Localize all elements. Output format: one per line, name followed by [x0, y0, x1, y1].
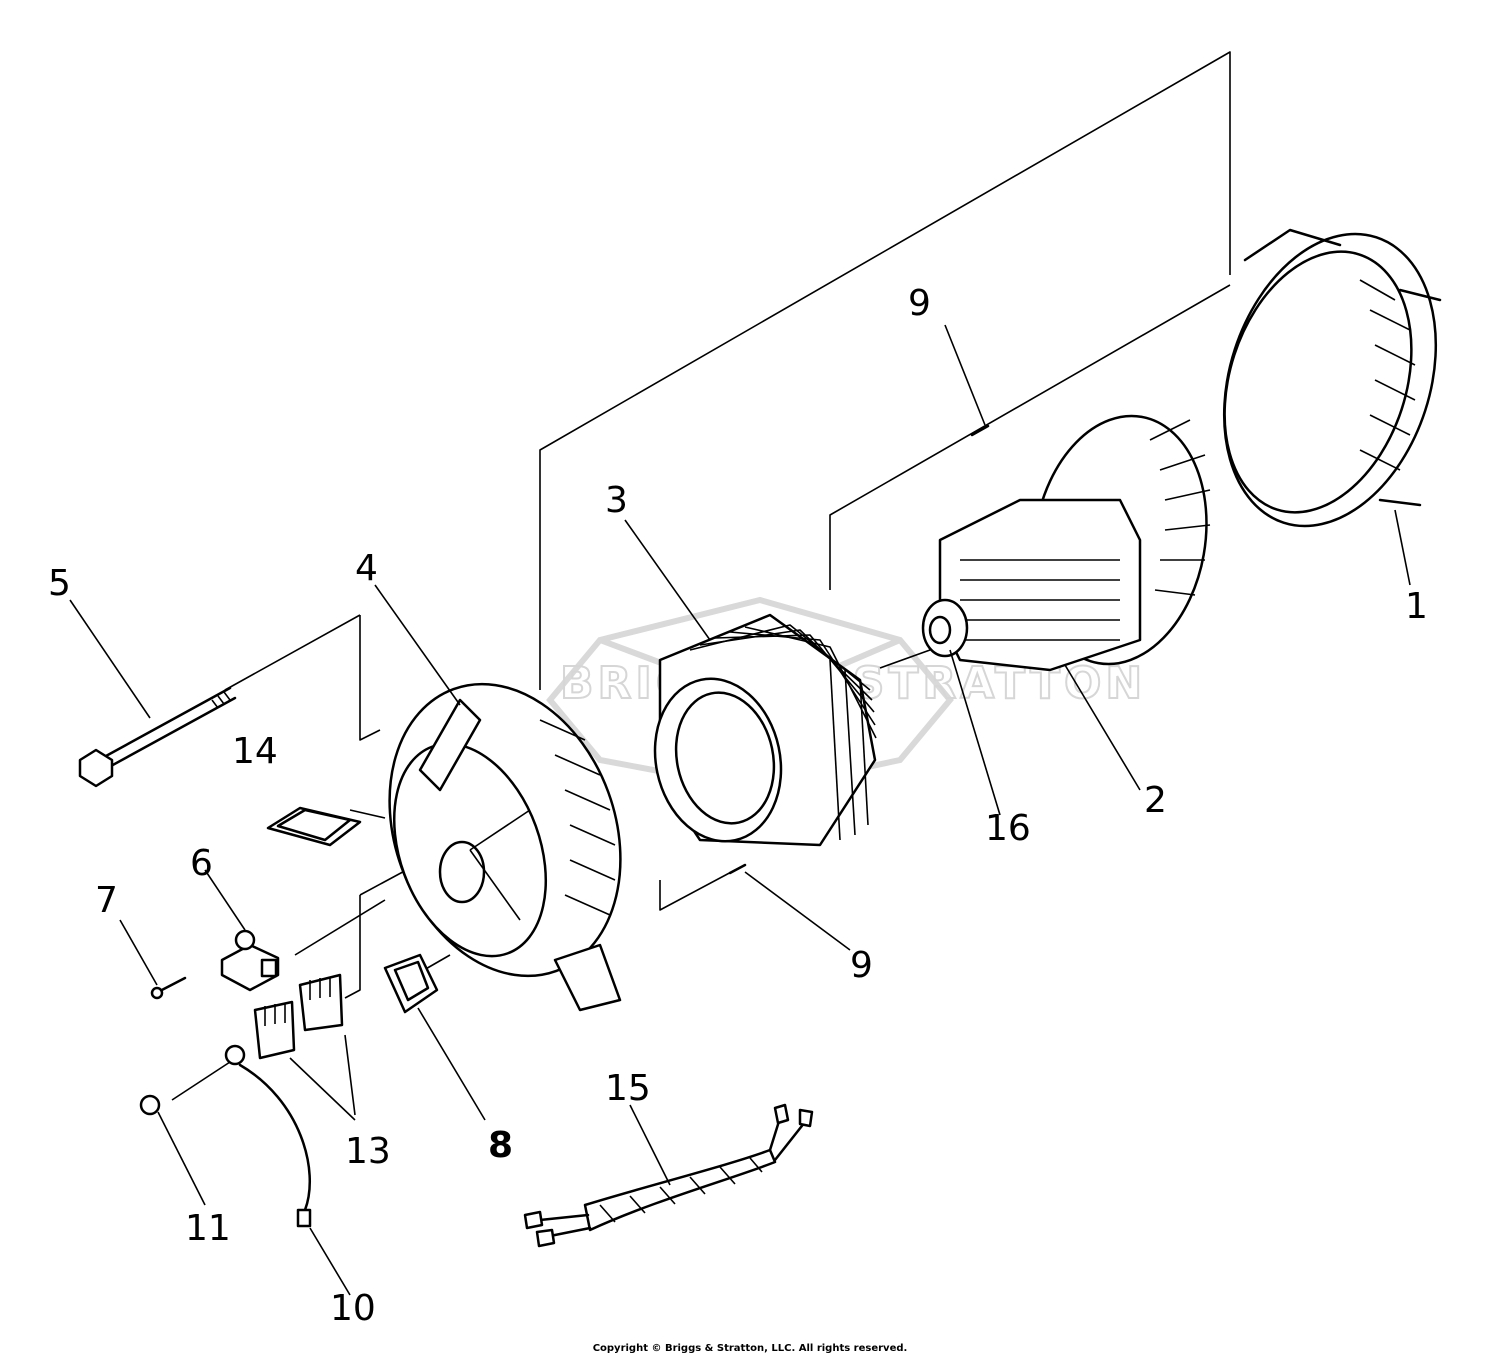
callout-6: 6	[190, 843, 213, 884]
callout-5: 5	[48, 563, 71, 604]
part-14-pad	[266, 806, 362, 847]
callout-3: 3	[605, 480, 628, 521]
callout-7: 7	[95, 880, 118, 921]
copyright-notice: Copyright © Briggs & Stratton, LLC. All …	[592, 1343, 908, 1354]
part-8-component	[383, 953, 439, 1014]
callout-14: 14	[232, 731, 278, 772]
callout-4: 4	[355, 548, 378, 589]
callout-9-upper: 9	[908, 283, 931, 324]
part-7-screw	[150, 976, 187, 1000]
callout-9-lower: 9	[850, 945, 873, 986]
leader-lines	[69, 324, 1411, 1296]
part-11-screw	[139, 1094, 161, 1116]
part-10-ground-wire	[224, 1044, 312, 1228]
part-1-rear-cover	[1222, 228, 1442, 528]
callout-10: 10	[330, 1288, 376, 1329]
part-6-brush-holder	[220, 929, 280, 992]
callout-8: 8	[488, 1125, 513, 1166]
part-4-front-housing	[388, 682, 622, 1012]
part-5-through-bolt	[78, 686, 237, 788]
part-2-rotor	[921, 414, 1211, 672]
callout-labels: 1 2 3 4 5 6 7 8 9 9 10 11 13 14 15 16	[48, 283, 1428, 1329]
part-9-pins	[728, 424, 990, 875]
callout-15: 15	[605, 1068, 651, 1109]
callout-11: 11	[185, 1208, 231, 1249]
callout-1: 1	[1405, 586, 1428, 627]
callout-13: 13	[345, 1131, 391, 1172]
part-3-stator	[653, 613, 877, 847]
part-15-wire-harness	[523, 1103, 814, 1248]
assembly-lines	[171, 51, 1231, 1101]
callout-2: 2	[1144, 780, 1167, 821]
callout-16: 16	[985, 808, 1031, 849]
part-13-terminal-blocks	[253, 973, 344, 1060]
